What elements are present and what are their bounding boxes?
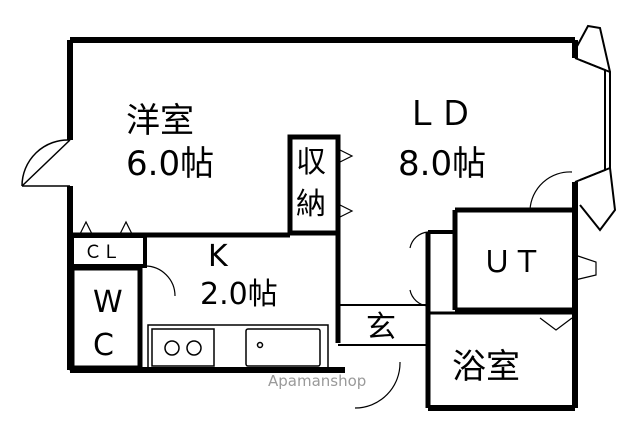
bathroom-label: 浴室 — [452, 347, 520, 387]
utility-label: ＵＴ — [482, 245, 542, 280]
ld-size: 8.0帖 — [398, 144, 486, 184]
storage-label-1: 収 — [296, 145, 326, 180]
left-door — [21, 139, 71, 187]
closet-label: ＣＬ — [84, 242, 120, 263]
western-room-name: 洋室 — [126, 101, 194, 141]
wc-label-1: W — [93, 285, 123, 320]
western-room-size: 6.0帖 — [126, 144, 214, 184]
kitchen-size: 2.0帖 — [200, 277, 278, 312]
storage-label-2: 納 — [296, 187, 326, 222]
wc-label-2: C — [93, 328, 114, 363]
entrance-label: 玄 — [366, 310, 396, 345]
kitchen-counter — [147, 324, 329, 371]
interior-walls — [69, 134, 575, 408]
ld-name: ＬＤ — [405, 94, 473, 134]
kitchen-name: K — [208, 239, 229, 274]
bay-window — [574, 24, 617, 232]
watermark: Apamanshop — [268, 372, 366, 390]
door-swings — [79, 149, 597, 409]
